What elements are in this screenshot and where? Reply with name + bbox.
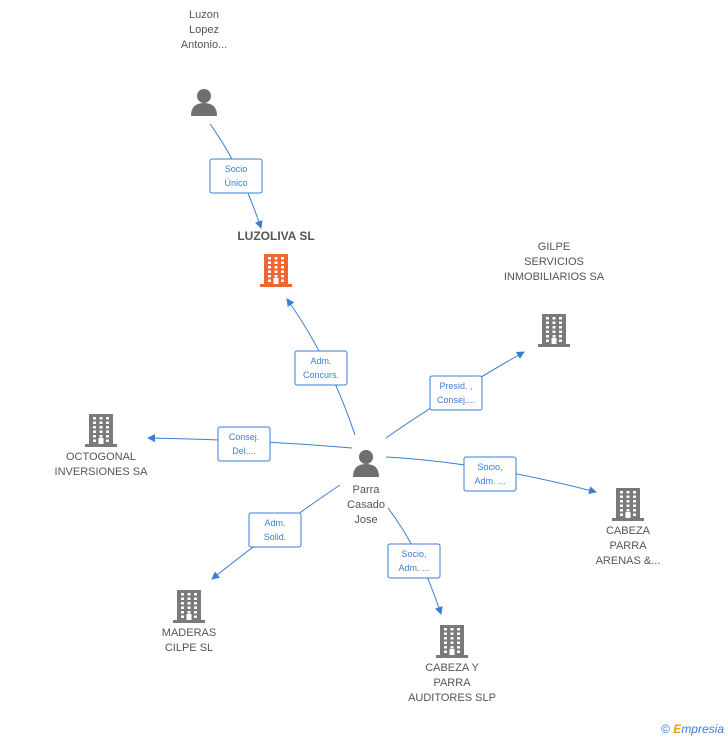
- brand-logo-letter: E: [673, 722, 682, 736]
- building-icon: [612, 488, 644, 521]
- building-icon: [538, 314, 570, 347]
- node-label: INVERSIONES SA: [55, 466, 149, 478]
- node-octogonal[interactable]: OCTOGONAL INVERSIONES SA: [55, 414, 149, 478]
- edge-label-box[interactable]: [248, 512, 302, 548]
- person-icon: [353, 450, 379, 477]
- node-gilpe[interactable]: GILPE SERVICIOS INMOBILIARIOS SA: [504, 241, 605, 347]
- edge-label-text: Socio: [225, 164, 248, 174]
- node-label: Antonio...: [181, 39, 227, 51]
- node-label: Parra: [353, 484, 381, 496]
- node-label: PARRA: [433, 677, 471, 689]
- node-luzoliva[interactable]: LUZOLIVA SL: [237, 229, 315, 287]
- edge-label-box[interactable]: [294, 350, 348, 386]
- node-label: SERVICIOS: [524, 256, 584, 268]
- node-label: AUDITORES SLP: [408, 692, 496, 704]
- building-icon: [85, 414, 117, 447]
- edge-parra-to-cabeza_auditores: Socio, Adm. ...: [387, 507, 443, 615]
- edge-label-text: Socio,: [401, 549, 426, 559]
- edge-parra-to-cabeza_arenas: Socio, Adm. ...: [385, 456, 597, 495]
- edge-label-box[interactable]: [387, 543, 441, 579]
- edge-parra-to-maderas: Adm. Solid.: [211, 484, 341, 580]
- node-label: INMOBILIARIOS SA: [504, 271, 605, 283]
- edge-label-box[interactable]: [429, 375, 483, 411]
- copyright-symbol: ©: [661, 722, 670, 736]
- edge-label-text: Consej.: [229, 432, 260, 442]
- node-label: Luzon: [189, 9, 219, 21]
- node-maderas[interactable]: MADERAS CILPE SL: [162, 590, 216, 654]
- edge-label-box[interactable]: [209, 158, 263, 194]
- node-label: ARENAS &...: [596, 555, 661, 567]
- node-label: PARRA: [609, 540, 647, 552]
- edge-parra-to-luzoliva: Adm. Concurs.: [286, 298, 356, 436]
- building-icon: [260, 254, 292, 287]
- edge-label-text: Adm.: [310, 356, 331, 366]
- edge-parra-to-gilpe: Presid. , Consej....: [385, 351, 525, 439]
- edge-label-box[interactable]: [217, 426, 271, 462]
- node-label: LUZOLIVA SL: [237, 229, 314, 243]
- node-label: CILPE SL: [165, 642, 213, 654]
- building-icon: [436, 625, 468, 658]
- edge-label-text: Consej....: [437, 395, 475, 405]
- node-label: Jose: [354, 514, 377, 526]
- edge-label-text: Único: [224, 178, 247, 188]
- node-label: Lopez: [189, 24, 219, 36]
- person-icon: [191, 89, 217, 116]
- edge-label-text: Del....: [232, 446, 256, 456]
- edge-parra-to-octogonal: Consej. Del....: [147, 426, 353, 462]
- node-luzon[interactable]: LuzonLopezAntonio...: [181, 9, 227, 116]
- edge-label-text: Solid.: [264, 532, 287, 542]
- node-label: MADERAS: [162, 627, 216, 639]
- edge-label-text: Concurs.: [303, 370, 339, 380]
- edge-label-text: Adm. ...: [474, 476, 505, 486]
- edge-label-text: Adm. ...: [398, 563, 429, 573]
- edge-label-text: Presid. ,: [439, 381, 472, 391]
- edge-label-text: Socio,: [477, 462, 502, 472]
- node-cabeza_auditores[interactable]: CABEZA Y PARRA AUDITORES SLP: [408, 625, 496, 704]
- node-cabeza_arenas[interactable]: CABEZA PARRA ARENAS &...: [596, 488, 661, 567]
- edge-label-box[interactable]: [463, 456, 517, 492]
- node-label: Casado: [347, 499, 385, 511]
- node-label: CABEZA Y: [425, 662, 479, 674]
- building-icon: [173, 590, 205, 623]
- node-label: OCTOGONAL: [66, 451, 136, 463]
- node-label: GILPE: [538, 241, 570, 253]
- footer-brand: © Empresia: [661, 722, 724, 736]
- edge-label-text: Adm.: [264, 518, 285, 528]
- node-label: CABEZA: [606, 525, 651, 537]
- brand-logo-rest: mpresia: [681, 722, 724, 736]
